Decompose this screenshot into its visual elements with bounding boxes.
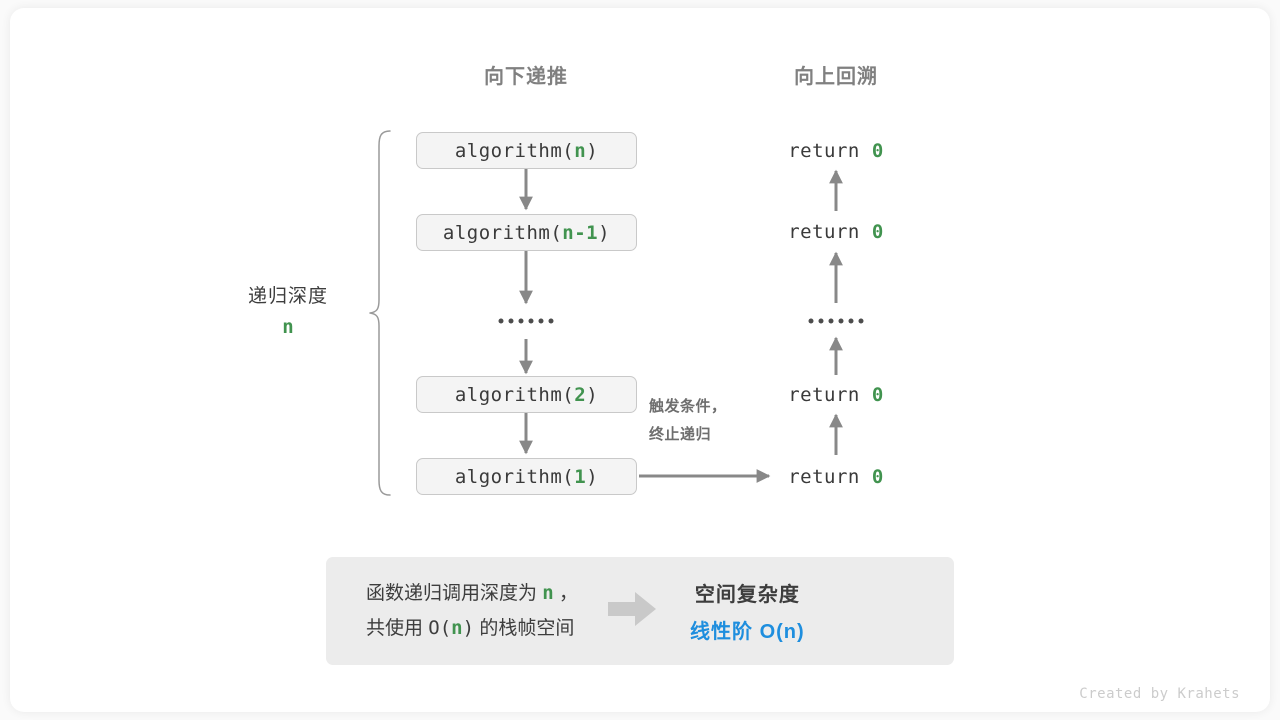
summary-conclusion: 空间复杂度 线性阶 O(n) (690, 578, 805, 644)
ellipsis-left (498, 318, 554, 324)
summary-line-2-close: ) (462, 617, 475, 639)
call-box-n-minus-1-name: algorithm( (442, 221, 563, 244)
summary-panel: 函数递归调用深度为 n ， 共使用 O(n) 的栈帧空间 空间复杂度 线性阶 O… (326, 557, 954, 665)
ellipsis-right (808, 318, 864, 324)
call-box-1[interactable]: algorithm(1) (416, 458, 637, 495)
credit-text: Created by Krahets (1079, 686, 1240, 702)
depth-brace-icon (369, 130, 391, 496)
return-value-3: 0 (871, 384, 884, 406)
summary-conclusion-value: 线性阶 O(n) (690, 621, 805, 643)
call-box-n[interactable]: algorithm(n) (416, 132, 637, 169)
return-keyword-3: return (788, 384, 872, 406)
call-box-n-minus-1-close: ) (598, 221, 611, 244)
call-box-n-name: algorithm( (454, 139, 575, 162)
base-case-note-line1: 触发条件， (649, 398, 727, 415)
right-block-arrow-icon (606, 589, 658, 634)
summary-line-2-var: n (451, 617, 463, 639)
return-value-4: 0 (871, 466, 884, 488)
base-case-note-line2: 终止递归 (649, 426, 712, 443)
call-box-n-arg: n (574, 139, 587, 162)
summary-line-2-text-a: 共使用 (366, 618, 429, 639)
return-value-1: 0 (871, 140, 884, 162)
call-box-2[interactable]: algorithm(2) (416, 376, 637, 413)
return-label-4: return 0 (788, 466, 884, 488)
call-box-2-name: algorithm( (454, 383, 575, 406)
call-box-1-close: ) (586, 465, 599, 488)
call-box-n-minus-1-arg: n-1 (562, 221, 599, 244)
recursion-depth-label: 递归深度 n (248, 281, 328, 338)
call-box-1-name: algorithm( (454, 465, 575, 488)
column-header-up: 向上回溯 (794, 66, 878, 88)
call-box-1-arg: 1 (574, 465, 587, 488)
recursion-depth-value: n (282, 316, 294, 338)
summary-line-2: 共使用 O(n) 的栈帧空间 (366, 611, 578, 646)
call-box-2-arg: 2 (574, 383, 587, 406)
summary-conclusion-title: 空间复杂度 (694, 584, 800, 606)
summary-line-1-var: n (542, 582, 554, 604)
base-case-note: 触发条件， 终止递归 (649, 393, 727, 449)
call-box-n-minus-1[interactable]: algorithm(n-1) (416, 214, 637, 251)
call-box-n-close: ) (586, 139, 599, 162)
return-value-2: 0 (871, 221, 884, 243)
return-label-3: return 0 (788, 384, 884, 406)
return-keyword-1: return (788, 140, 872, 162)
recursion-depth-title: 递归深度 (247, 286, 329, 307)
return-label-1: return 0 (788, 140, 884, 162)
summary-line-1-text-b: ， (553, 583, 579, 604)
summary-line-1-text-a: 函数递归调用深度为 (366, 583, 543, 604)
return-keyword-2: return (788, 221, 872, 243)
summary-line-1: 函数递归调用深度为 n ， (366, 576, 578, 611)
call-box-2-close: ) (586, 383, 599, 406)
summary-line-2-text-b: 的栈帧空间 (474, 618, 575, 639)
return-keyword-4: return (788, 466, 872, 488)
summary-description: 函数递归调用深度为 n ， 共使用 O(n) 的栈帧空间 (366, 576, 578, 646)
summary-line-2-open: O( (428, 617, 452, 639)
return-label-2: return 0 (788, 221, 884, 243)
column-header-down: 向下递推 (484, 66, 568, 88)
